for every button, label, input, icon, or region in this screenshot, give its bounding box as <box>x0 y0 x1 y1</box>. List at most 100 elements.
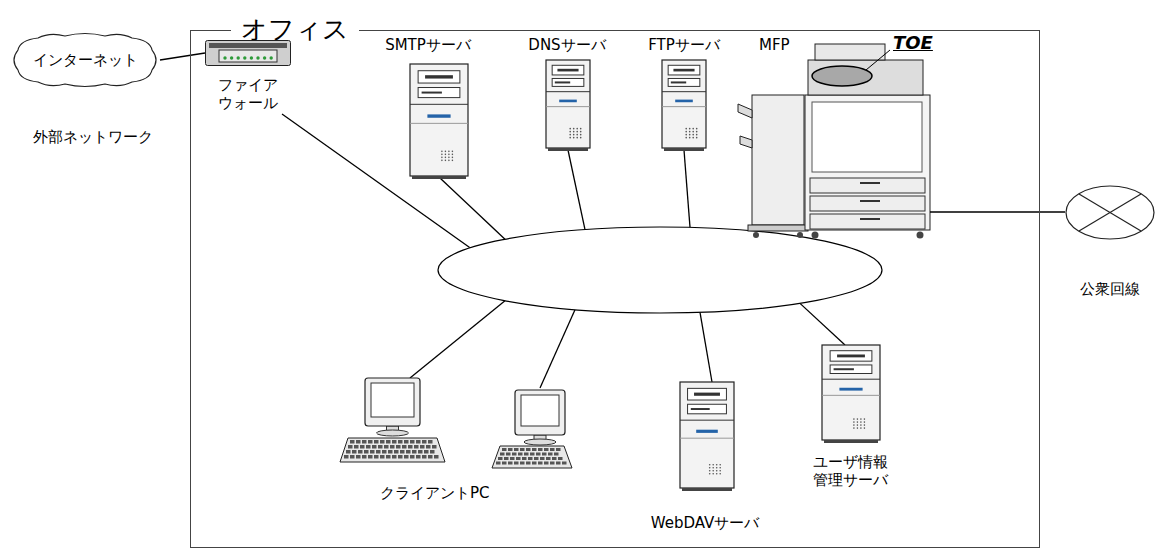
server-vent <box>719 467 721 469</box>
pc-key <box>382 450 387 454</box>
network-wire <box>568 150 585 230</box>
server-stripe <box>427 114 450 117</box>
mfp-drawer <box>810 196 925 211</box>
line-cross <box>1079 194 1141 231</box>
pc-key <box>402 445 407 449</box>
pc-key <box>504 457 509 460</box>
firewall-led <box>243 56 246 59</box>
pc-key <box>526 462 531 465</box>
network-label: 外部ネットワーク <box>33 128 153 146</box>
pc-monitor <box>515 390 565 435</box>
pc-key <box>516 457 521 460</box>
server-slot <box>425 75 453 78</box>
server-slot <box>555 81 570 83</box>
firewall-led <box>250 56 253 59</box>
server-vent <box>857 427 859 429</box>
pc-key <box>352 450 357 454</box>
pc-base <box>377 430 409 436</box>
server-body <box>822 345 880 440</box>
mfp-handle <box>860 200 880 202</box>
server-vent <box>441 154 443 156</box>
pc-key <box>538 462 543 465</box>
server-vent <box>712 473 714 475</box>
pc-key <box>506 453 511 456</box>
node-label: インターネット <box>33 51 138 69</box>
pc-key <box>354 445 359 449</box>
pc-key <box>344 455 349 459</box>
server-stripe <box>696 430 718 433</box>
mfp-handle <box>860 182 880 184</box>
mfp-caster <box>753 232 759 238</box>
server-bay <box>688 404 727 414</box>
pc-key <box>554 453 559 456</box>
server-foot <box>824 440 878 443</box>
connector-line <box>160 53 205 60</box>
server-vent <box>696 128 698 130</box>
pc-key <box>412 450 417 454</box>
cloud-node: インターネット <box>10 32 160 88</box>
server-vent <box>441 151 443 153</box>
server-vent <box>448 157 450 159</box>
mfp-scanner <box>808 60 923 95</box>
device-node: MFP <box>745 34 930 248</box>
server-seam <box>822 395 880 396</box>
server-vent <box>576 134 578 136</box>
pc-keyboard <box>492 446 572 468</box>
server-vent <box>448 154 450 156</box>
server-vent <box>569 128 571 130</box>
server-vent <box>860 418 862 420</box>
server-vent <box>452 157 454 159</box>
server-vent <box>857 421 859 423</box>
server-vent <box>452 154 454 156</box>
mfp-body <box>805 95 930 230</box>
pc-key <box>512 453 517 456</box>
pc-key <box>434 455 439 459</box>
server-vent <box>853 421 855 423</box>
pc-key <box>358 450 363 454</box>
pc-key <box>508 462 513 465</box>
pc-key <box>392 440 397 444</box>
pc-key <box>534 457 539 460</box>
pc-key <box>542 453 547 456</box>
server-foot <box>664 148 704 151</box>
server-vent <box>712 467 714 469</box>
server-slot <box>673 69 694 72</box>
server-bay <box>668 78 700 86</box>
firewall-led <box>270 56 273 59</box>
server-seam <box>680 420 734 421</box>
server-vent <box>445 151 447 153</box>
server-bay <box>830 351 872 361</box>
server-vent <box>709 473 711 475</box>
firewall-led <box>256 56 259 59</box>
server-foot <box>412 176 466 179</box>
server-slot <box>557 69 578 72</box>
pc-screen <box>371 383 414 417</box>
pc-key <box>432 445 437 449</box>
pc-key <box>376 450 381 454</box>
server-seam <box>680 438 734 439</box>
server-vent <box>441 157 443 159</box>
node-label: ユーザ情報 管理サーバ <box>809 453 891 489</box>
server-bay <box>552 78 584 86</box>
firewall-shape <box>205 40 291 66</box>
pc-key <box>418 450 423 454</box>
pc-key <box>370 450 375 454</box>
server-vent <box>452 160 454 162</box>
server-stripe <box>839 388 862 391</box>
server-vent <box>712 464 714 466</box>
network-wire <box>684 150 690 227</box>
pc-key <box>350 440 355 444</box>
pc-key <box>386 440 391 444</box>
pc-key <box>348 445 353 449</box>
pc-key <box>524 453 529 456</box>
server-slot <box>694 393 720 396</box>
pc-key <box>362 440 367 444</box>
server-body <box>662 60 706 148</box>
server-vent <box>716 464 718 466</box>
pc-key <box>500 453 505 456</box>
mfp-adf <box>815 44 885 60</box>
pc-key <box>416 455 421 459</box>
node-label: 公衆回線 <box>1078 280 1142 298</box>
